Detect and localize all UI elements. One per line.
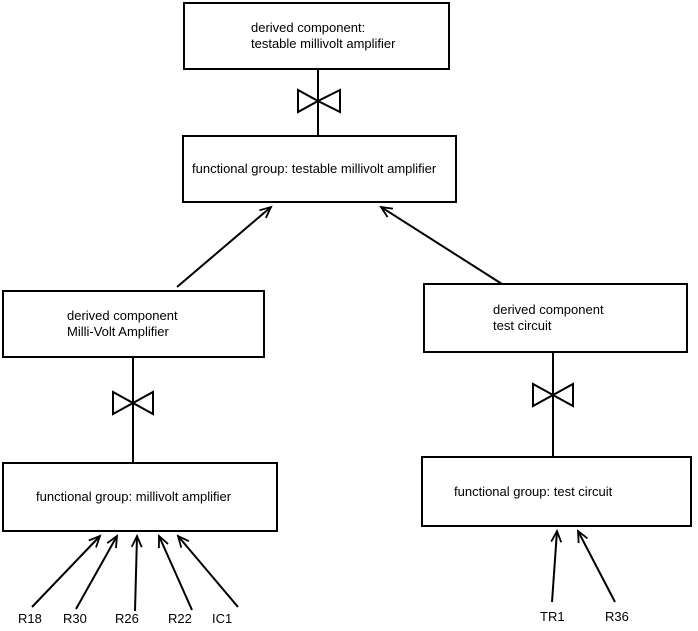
- bowtie-icon: [112, 390, 154, 416]
- node-derived-test-circuit: derived component test circuit: [423, 283, 688, 353]
- node-label: functional group: millivolt amplifier: [36, 489, 232, 504]
- node-functional-group-millivolt-amplifier: functional group: millivolt amplifier: [2, 462, 278, 532]
- node-label-line: testable millivolt amplifier: [251, 36, 396, 51]
- node-derived-testable-millivolt-amplifier: derived component: testable millivolt am…: [183, 2, 450, 70]
- node-label: functional group: test circuit: [454, 483, 613, 499]
- arrow-r36-to-fg-tc: [576, 529, 616, 603]
- component-label-r30: R30: [63, 611, 87, 626]
- node-label: functional group: testable millivolt amp…: [192, 161, 437, 176]
- node-functional-group-test-circuit: functional group: test circuit: [421, 456, 692, 527]
- node-label-line: derived component:: [251, 20, 366, 35]
- node-label-line: test circuit: [493, 318, 552, 333]
- arrow-r30-to-fg-mva: [75, 534, 119, 610]
- arrow-derived-mva-to-fg-testable: [176, 205, 273, 288]
- arrow-ic1-to-fg-mva: [176, 534, 239, 608]
- bowtie-icon: [297, 88, 341, 114]
- arrow-r26-to-fg-mva: [130, 533, 143, 612]
- node-label-line: derived component: [493, 302, 604, 317]
- node-label-line: derived component: [67, 308, 178, 323]
- node-functional-group-testable-millivolt-amplifier: functional group: testable millivolt amp…: [182, 135, 457, 203]
- component-label-ic1: IC1: [212, 611, 233, 626]
- arrow-derived-tc-to-fg-testable: [379, 205, 503, 285]
- node-derived-milli-volt-amplifier: derived component Milli-Volt Amplifier: [2, 290, 265, 358]
- bowtie-icon: [532, 382, 574, 408]
- arrow-r22-to-fg-mva: [158, 534, 193, 611]
- component-label-r26: R26: [115, 611, 139, 626]
- component-label-r22: R22: [168, 611, 192, 626]
- arrow-tr1-to-fg-tc: [550, 528, 563, 603]
- arrow-r18-to-fg-mva: [31, 534, 102, 608]
- component-label-r36: R36: [605, 609, 629, 624]
- component-label-tr1: TR1: [540, 609, 565, 624]
- component-label-r18: R18: [18, 611, 42, 626]
- node-label-line: Milli-Volt Amplifier: [67, 324, 169, 339]
